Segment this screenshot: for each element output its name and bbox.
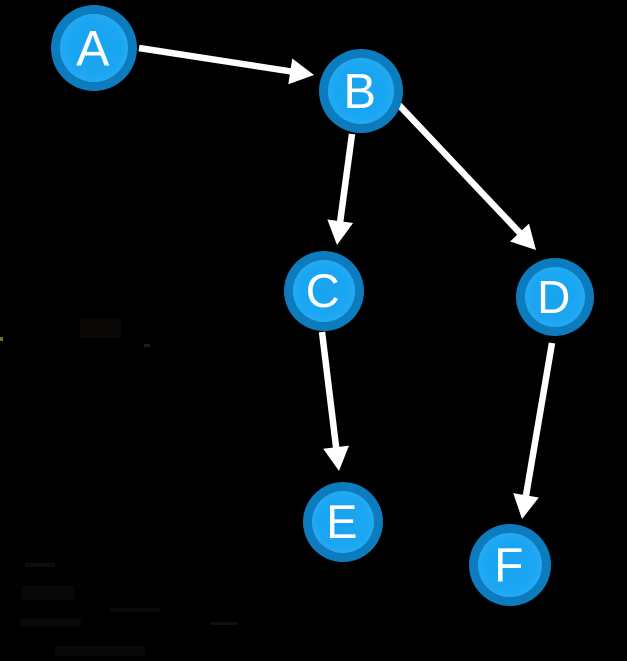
edge-line (138, 44, 295, 76)
node-circle (312, 491, 374, 553)
edge-line (396, 102, 525, 238)
node-F[interactable]: F (469, 524, 551, 606)
edge-line (336, 133, 356, 226)
edge-D-F (513, 342, 556, 519)
node-B[interactable]: B (319, 49, 403, 133)
node-E[interactable]: E (303, 482, 383, 562)
node-circle (328, 58, 394, 124)
arrowhead-icon (323, 445, 349, 471)
node-circle (478, 533, 542, 597)
arrowhead-icon (327, 219, 354, 245)
edge-C-E (318, 331, 349, 471)
node-label: F (494, 540, 524, 593)
node-label: E (326, 495, 358, 548)
arrowhead-icon (513, 493, 539, 519)
node-C[interactable]: C (284, 251, 364, 331)
node-A[interactable]: A (51, 5, 137, 91)
node-circle (60, 14, 128, 82)
node-label: C (306, 264, 340, 317)
edge-A-B (138, 44, 314, 85)
arrowhead-icon (510, 223, 536, 250)
arrowhead-icon (288, 58, 314, 85)
edge-line (522, 342, 556, 500)
edge-line (318, 331, 340, 452)
node-D[interactable]: D (516, 258, 594, 336)
edge-B-D (396, 102, 536, 250)
node-label: B (343, 65, 376, 119)
edge-B-C (327, 133, 356, 245)
node-circle (293, 260, 355, 322)
node-circle (525, 267, 585, 327)
node-label: A (76, 20, 110, 76)
node-label: D (537, 271, 571, 323)
